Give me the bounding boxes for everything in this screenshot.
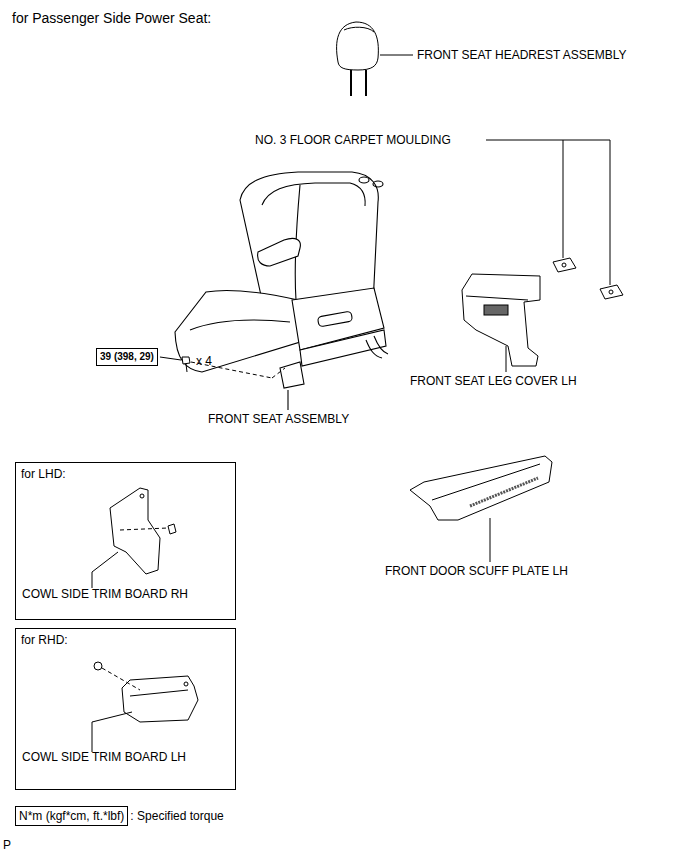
variant-heading: for RHD:: [21, 633, 68, 647]
part-name: COWL SIDE TRIM BOARD RH: [22, 587, 188, 601]
quantity-label: x 4: [196, 354, 212, 368]
leader-line: [160, 357, 181, 360]
legend-text: : Specified torque: [130, 809, 223, 823]
part-name: FRONT SEAT HEADREST ASSEMBLY: [417, 48, 627, 62]
part-name: FRONT SEAT LEG COVER LH: [410, 374, 577, 388]
part-name: COWL SIDE TRIM BOARD LH: [22, 750, 186, 764]
torque-unit: N*m (kgf*cm, ft.*lbf): [19, 809, 124, 823]
torque-value: 39 (398, 29): [100, 351, 154, 363]
variant-box: for RHD: COWL SIDE TRIM BOARD LH: [15, 628, 236, 790]
cowl-side-lh-drawing: [92, 662, 198, 752]
part-name: FRONT DOOR SCUFF PLATE LH: [385, 564, 568, 578]
spec-box: N*m (kgf*cm, ft.*lbf): [15, 806, 128, 826]
part-name: FRONT SEAT ASSEMBLY: [208, 412, 349, 426]
leg-cover-drawing: [462, 274, 540, 372]
headrest-drawing: [337, 22, 413, 96]
spec-box: 39 (398, 29): [96, 348, 158, 366]
front-seat-drawing: [175, 172, 388, 410]
variant-box: for LHD: COWL SIDE TRIM BOARD RH: [15, 462, 236, 620]
cowl-side-rh-drawing: [92, 488, 176, 588]
variant-heading: for LHD:: [21, 467, 66, 481]
diagram-title: for Passenger Side Power Seat:: [12, 10, 211, 26]
scuff-plate-drawing: [410, 456, 552, 562]
part-name: NO. 3 FLOOR CARPET MOULDING: [255, 133, 451, 147]
page-mark: P: [3, 838, 11, 852]
